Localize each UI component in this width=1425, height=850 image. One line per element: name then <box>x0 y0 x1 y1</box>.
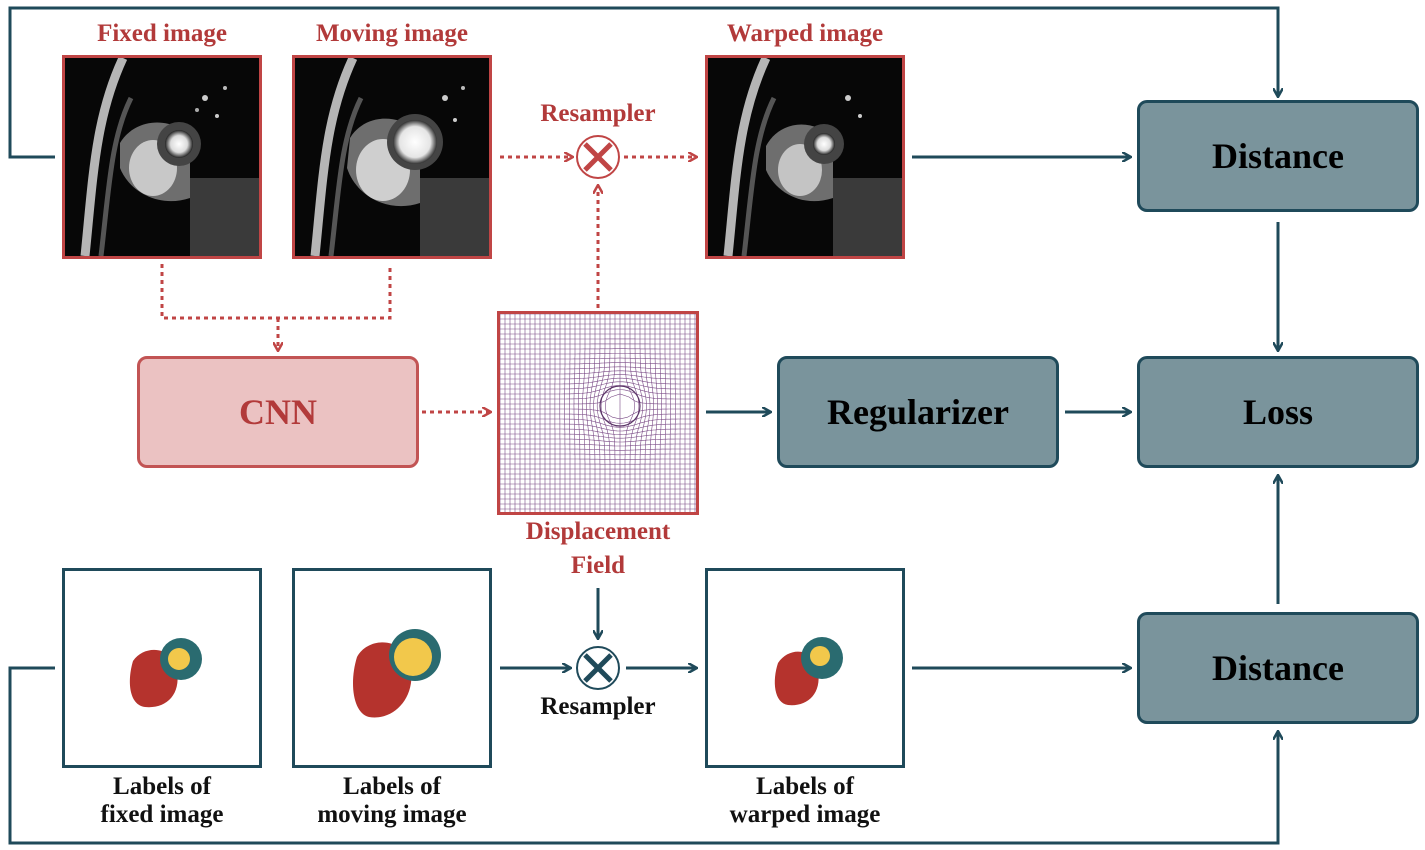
cnn-node: CNN <box>137 356 419 468</box>
moving-labels-caption-line2: moving image <box>317 801 467 828</box>
resampler-top-icon <box>576 135 620 179</box>
warped-image-title: Warped image <box>726 20 884 47</box>
regularizer-node: Regularizer <box>777 356 1059 468</box>
distance-top-node: Distance <box>1137 100 1419 212</box>
moving-labels-caption-line1: Labels of <box>343 773 441 800</box>
edge-images-to-cnn <box>160 264 392 320</box>
distance-bottom-node: Distance <box>1137 612 1419 724</box>
fixed-image <box>62 55 262 259</box>
warped-labels-caption-line1: Labels of <box>756 773 854 800</box>
grid-bulge <box>599 385 641 427</box>
resampler-bottom-label: Resampler <box>540 693 656 720</box>
warped-labels-caption-line2: warped image <box>729 801 881 828</box>
loss-node: Loss <box>1137 356 1419 468</box>
fixed-labels-image <box>62 568 262 768</box>
fixed-labels-caption-line1: Labels of <box>113 773 211 800</box>
grid-lines <box>500 314 696 512</box>
displacement-field-label-line1: Displacement <box>525 518 671 545</box>
displacement-field-image <box>497 311 699 515</box>
edge-fixed-labels-to-distance-bottom <box>8 666 1278 845</box>
moving-image-title: Moving image <box>315 20 469 47</box>
edge-fixed-to-distance-top <box>8 6 1278 159</box>
resampler-top-label: Resampler <box>540 100 656 127</box>
warped-image <box>705 55 905 259</box>
fixed-labels-caption-line2: fixed image <box>100 801 224 828</box>
moving-labels-image <box>292 568 492 768</box>
resampler-bottom-icon <box>576 646 620 690</box>
fixed-image-title: Fixed image <box>97 20 227 47</box>
displacement-field-label-line2: Field <box>570 552 626 579</box>
moving-image <box>292 55 492 259</box>
warped-labels-image <box>705 568 905 768</box>
displacement-grid <box>500 314 696 512</box>
